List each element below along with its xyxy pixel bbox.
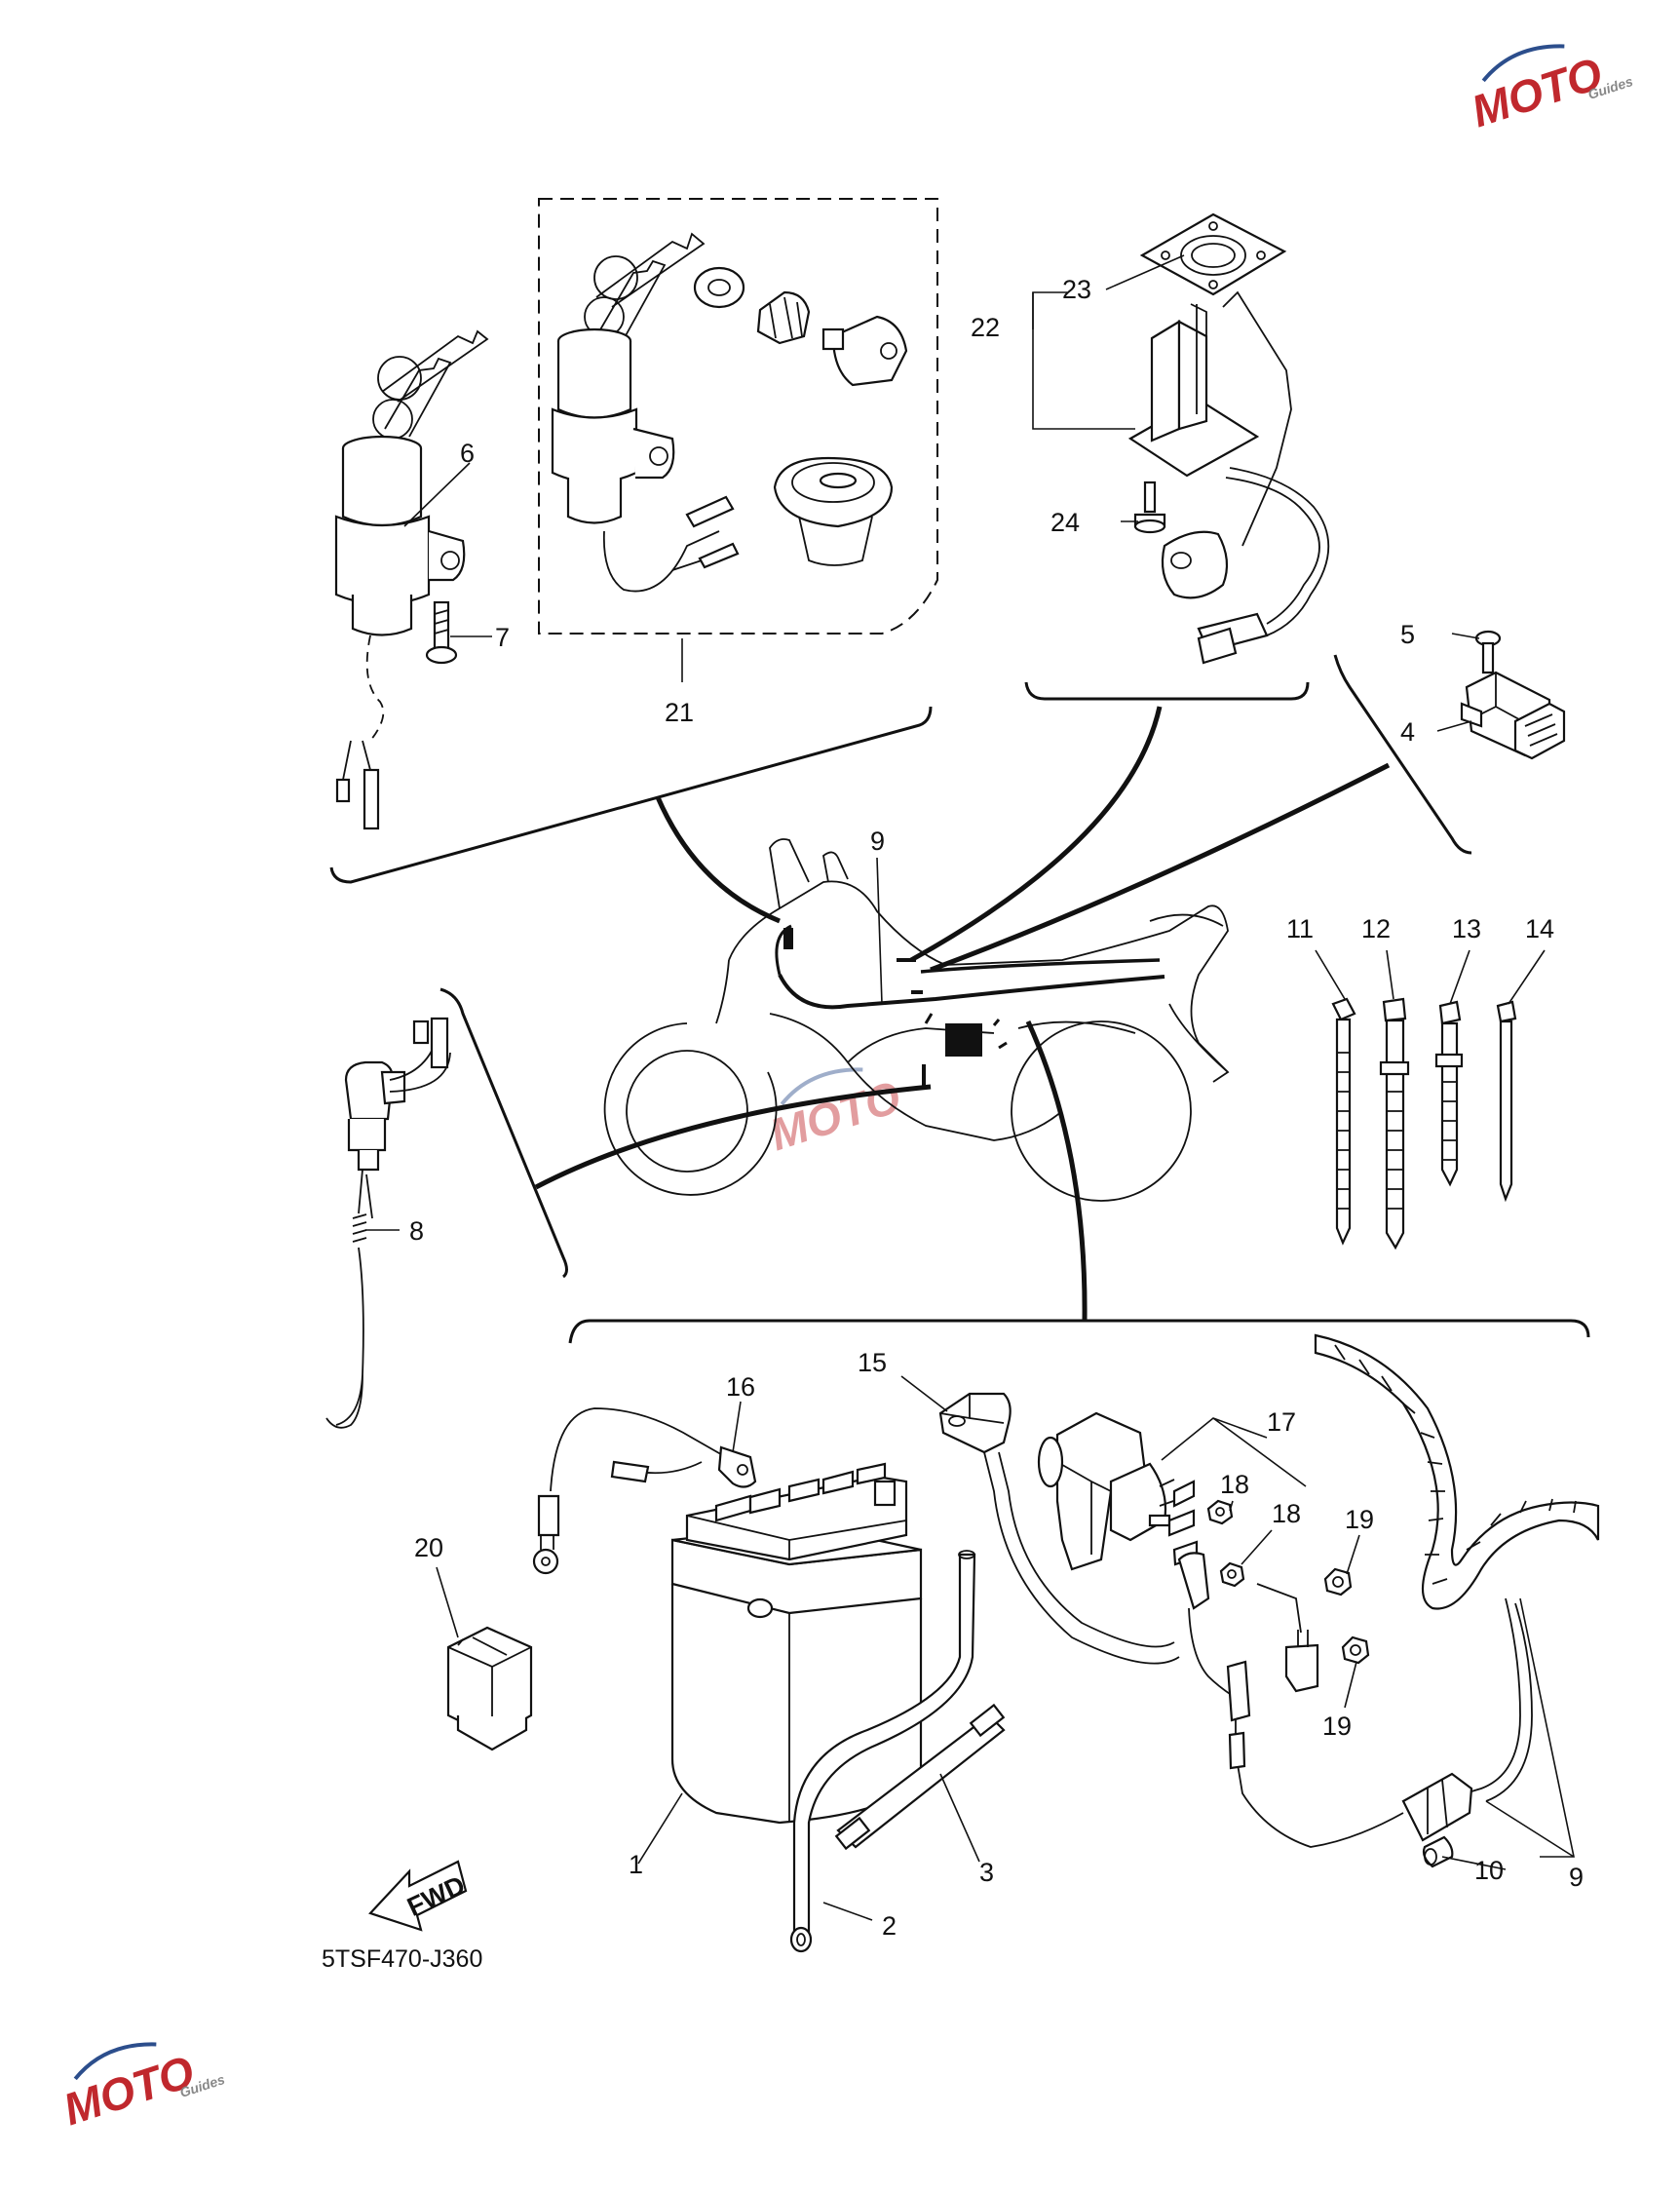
connector-fuel-sender (909, 706, 1163, 963)
connector-relay (930, 762, 1391, 973)
callout-22: 22 (971, 313, 1000, 342)
callout-19-a: 19 (1345, 1505, 1374, 1534)
callout-8: 8 (409, 1216, 424, 1246)
cable-tie-13 (1434, 1000, 1464, 1187)
callout-19-b: 19 (1322, 1712, 1352, 1741)
callout-6: 6 (460, 439, 475, 468)
svg-text:MOTO: MOTO (764, 1071, 907, 1161)
bolt-7 (425, 600, 458, 665)
callout-5: 5 (1400, 620, 1415, 649)
fwd-arrow: FWD (368, 1860, 470, 1932)
callout-12: 12 (1361, 914, 1391, 943)
front-wheel (626, 1050, 748, 1173)
assembly-box-21 (538, 198, 938, 635)
screw-24 (1133, 481, 1166, 534)
nut-19-a (1323, 1567, 1353, 1597)
relay-4 (1460, 671, 1566, 760)
steering-lock-set-21 (551, 232, 908, 593)
watermark-logo-bottom: MOTO Guides (57, 2042, 227, 2135)
callout-16: 16 (726, 1372, 755, 1402)
diagram-code: 5TSF470-J360 (322, 1945, 482, 1973)
nut-18-b (1219, 1561, 1245, 1588)
bracket-bottom (568, 1319, 1590, 1344)
callout-4: 4 (1400, 717, 1415, 747)
bracket-right (1333, 654, 1472, 855)
callout-21: 21 (665, 698, 694, 727)
bracket-top-left (329, 706, 933, 884)
watermark-logo-top: MOTO Guides (1466, 44, 1635, 136)
callout-15: 15 (858, 1348, 887, 1377)
connector-ignition (655, 796, 781, 924)
leader-lines (365, 254, 1575, 1921)
callout-13: 13 (1452, 914, 1481, 943)
battery-1 (670, 1462, 923, 1825)
battery-location (945, 1023, 982, 1057)
callout-18-a: 18 (1220, 1470, 1249, 1499)
callout-11: 11 (1286, 914, 1314, 943)
starter-relay-17 (1037, 1411, 1319, 1722)
bracket-left (439, 987, 568, 1279)
callout-9-bottom: 9 (1569, 1863, 1584, 1892)
callout-17: 17 (1267, 1407, 1296, 1437)
bracket-top-right (1024, 681, 1310, 701)
callout-24: 24 (1050, 508, 1080, 537)
callout-10: 10 (1474, 1856, 1504, 1885)
motorcycle-outline (603, 838, 1230, 1202)
nut-18-a (1206, 1499, 1234, 1525)
flasher-relay-20 (446, 1626, 533, 1751)
main-switch-6 (334, 329, 489, 830)
wire-harness-9-lower (1228, 1333, 1600, 1848)
battery-band-3 (834, 1703, 1006, 1851)
callouts: 1 2 3 4 5 6 7 8 9 9 10 11 12 13 14 15 16… (409, 275, 1584, 1941)
rear-wheel (1011, 1020, 1192, 1202)
breather-hose-2 (789, 1550, 976, 1953)
wire-harness-9 (778, 974, 1165, 1010)
callout-18-b: 18 (1272, 1499, 1301, 1528)
connector-neutral-switch (534, 1084, 932, 1190)
screw-5 (1474, 630, 1502, 674)
neutral-switch-8 (325, 1017, 451, 1429)
callout-23: 23 (1062, 275, 1091, 304)
battery-lead-16 (532, 1407, 757, 1575)
callout-14: 14 (1525, 914, 1554, 943)
callout-9-top: 9 (870, 827, 885, 856)
cable-tie-11 (1331, 997, 1356, 1246)
callout-3: 3 (979, 1858, 994, 1887)
cable-tie-12 (1379, 997, 1410, 1250)
nut-19-b (1341, 1635, 1370, 1665)
callout-20: 20 (414, 1533, 443, 1562)
connector-battery (1025, 1020, 1088, 1322)
callout-2: 2 (882, 1911, 897, 1941)
cable-tie-14 (1496, 1000, 1517, 1203)
fuse-10 (1422, 1835, 1454, 1868)
callout-1: 1 (629, 1850, 643, 1879)
fuel-sender-22 (1127, 212, 1330, 665)
terminal-cover-15 (938, 1392, 1180, 1665)
callout-7: 7 (495, 623, 510, 652)
